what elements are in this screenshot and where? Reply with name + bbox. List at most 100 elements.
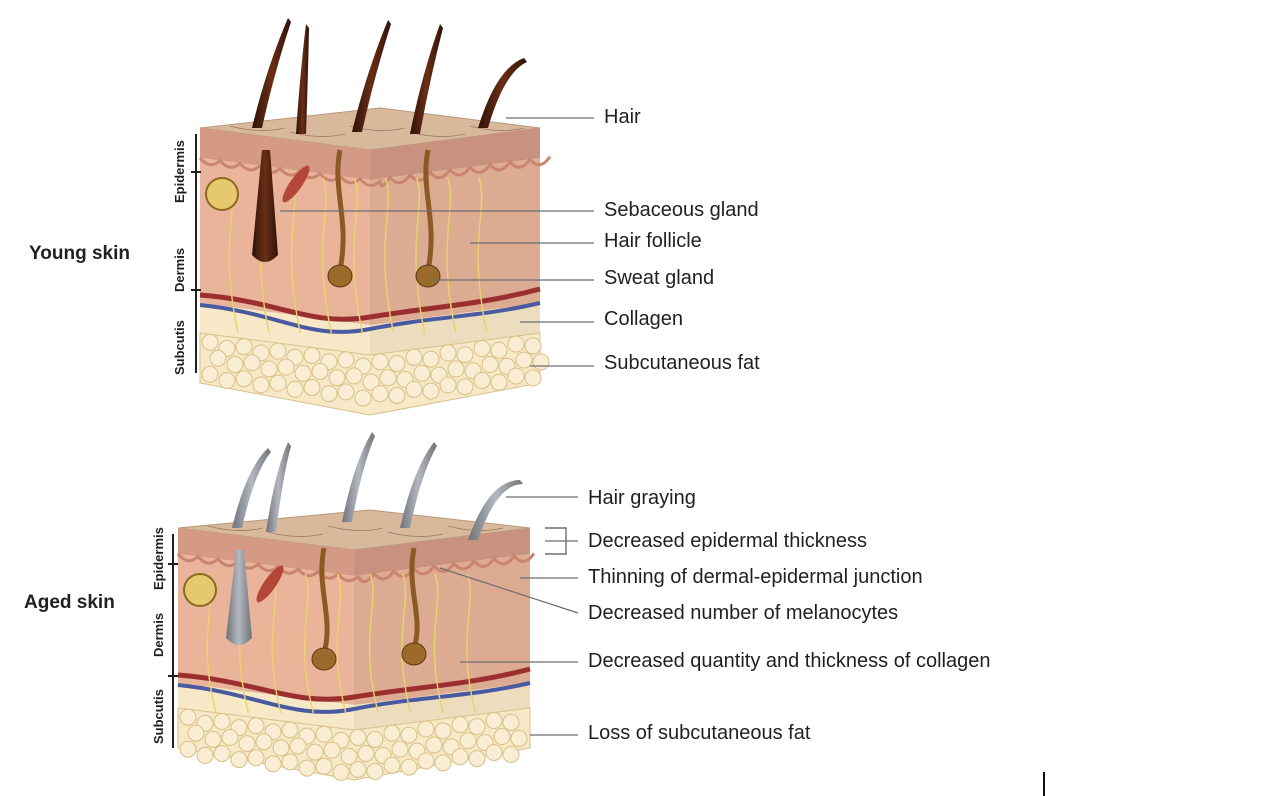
aged-follicle-stem (319, 547, 330, 654)
aged-fat-cell (255, 733, 273, 751)
aged-fat-cell (179, 708, 197, 726)
aged-fat-cell (400, 758, 418, 776)
young-skin-title: Young skin (29, 243, 130, 264)
young-nerve-fibre (415, 177, 426, 334)
young-fat-cell (362, 373, 380, 391)
young-fat-cell (439, 344, 457, 362)
aged-epidermis-label: Epidermis (151, 527, 166, 590)
young-fat-cell (388, 355, 406, 373)
aged-fat-cell (425, 736, 443, 754)
aged-sebaceous-gland (183, 573, 217, 607)
young-fat-cell (405, 380, 423, 398)
aged-fat-cell (196, 746, 214, 764)
aged-fat-cell (366, 762, 384, 780)
epidermal-thickness-bracket (545, 527, 567, 555)
aged-fat-cell (434, 754, 452, 772)
young-fat-cell (524, 337, 542, 355)
aged-dermis-label: Dermis (151, 612, 166, 657)
young-fat-cell (481, 356, 499, 374)
aged-fat-cell (247, 749, 265, 767)
aged-fat-cell (247, 717, 265, 735)
young-fat-cell (243, 354, 261, 372)
aged-fat-cell (468, 718, 486, 736)
young-artery (199, 286, 541, 322)
aged-fat-cell (485, 712, 503, 729)
aged-fat-cell (459, 732, 477, 750)
label-hair: Hair (604, 106, 641, 128)
aged-fat-cell (204, 730, 222, 748)
aged-fat-cell (264, 755, 282, 773)
young-subcutis-left-face (200, 303, 370, 355)
aged-fat-cell (383, 724, 401, 742)
aged-dermis-left-face (178, 554, 354, 705)
aged-follicle-stem (409, 547, 420, 649)
aged-fat-cell (451, 748, 469, 766)
young-fat-cell (413, 364, 431, 382)
label-decreased-epidermal-thickness: Decreased epidermal thickness (588, 530, 868, 552)
aged-fat-cell (332, 763, 350, 781)
aged-fat-cell (230, 751, 248, 769)
young-fat-cell (473, 340, 491, 358)
aged-surface-crease (387, 531, 444, 537)
aged-follicle-bulb (311, 647, 337, 671)
young-fat-cell (507, 367, 525, 385)
young-fat-cell (201, 365, 219, 383)
label-collagen: Collagen (604, 308, 683, 330)
aged-surface-crease (207, 525, 264, 531)
aged-fat-cell (349, 761, 367, 778)
young-dermis-label: Dermis (172, 247, 187, 292)
young-large-follicle (252, 150, 278, 262)
young-nerve-fibre (446, 177, 457, 334)
young-subcutis-label: Subcutis (172, 320, 187, 375)
label-hair-graying: Hair graying (588, 487, 696, 509)
young-fat-cell (201, 333, 219, 351)
aged-fat-cell (298, 759, 316, 777)
label-hair-follicle: Hair follicle (604, 230, 702, 252)
aged-fat-cell (493, 728, 511, 745)
young-fat-cell (320, 385, 338, 403)
aged-epidermis-left-face (178, 528, 354, 576)
aged-fat-cell (417, 752, 435, 770)
young-fat-cell (371, 385, 389, 403)
aged-fat-cell (238, 735, 256, 753)
young-epidermis-label: Epidermis (172, 140, 187, 203)
young-skin-block (191, 18, 552, 416)
label-decreased-melanocytes: Decreased number of melanocytes (588, 602, 899, 624)
young-hair-shaft (352, 20, 391, 132)
aged-epidermis-right-face (354, 528, 530, 576)
young-fat-cell (532, 353, 550, 371)
aged-fat-cell (417, 720, 435, 738)
young-fat-cell (209, 349, 227, 367)
label-sebaceous-gland: Sebaceous gland (604, 199, 759, 221)
young-sebaceous-gland (205, 177, 239, 211)
young-follicle-bulb (327, 264, 353, 288)
aged-subcutis-label: Subcutis (151, 689, 166, 744)
young-fat-cell (269, 342, 287, 360)
young-fat-cell (371, 353, 389, 371)
aged-fat-cell (179, 740, 197, 758)
young-nerve-fibre (384, 177, 395, 334)
young-fat-cell (354, 389, 372, 407)
young-follicle-bulb (415, 264, 441, 288)
young-fat-cell (345, 367, 363, 385)
young-hair-shaft (296, 24, 309, 134)
aged-surface-crease (327, 525, 384, 531)
label-subcutaneous-fat: Subcutaneous fat (604, 352, 760, 374)
young-epidermis-right-face (370, 128, 540, 180)
young-epidermis-left-face (200, 128, 370, 180)
young-fat-cell (294, 364, 312, 382)
young-fat-cell (286, 380, 304, 398)
aged-fat-cell (468, 750, 486, 768)
young-dermis-left-face (200, 158, 370, 325)
young-fat-cell (277, 358, 295, 376)
young-fat-cell (303, 378, 321, 396)
aged-nerve-fibre (336, 573, 347, 714)
label-loss-subcutaneous-fat: Loss of subcutaneous fat (588, 722, 811, 744)
aged-fat-cell (391, 740, 409, 758)
young-fat-cell (507, 335, 525, 353)
young-fat-cell (311, 362, 329, 380)
young-fat-cell (328, 369, 346, 387)
young-dej-line (198, 155, 552, 188)
aged-nerve-fibre (466, 573, 477, 714)
